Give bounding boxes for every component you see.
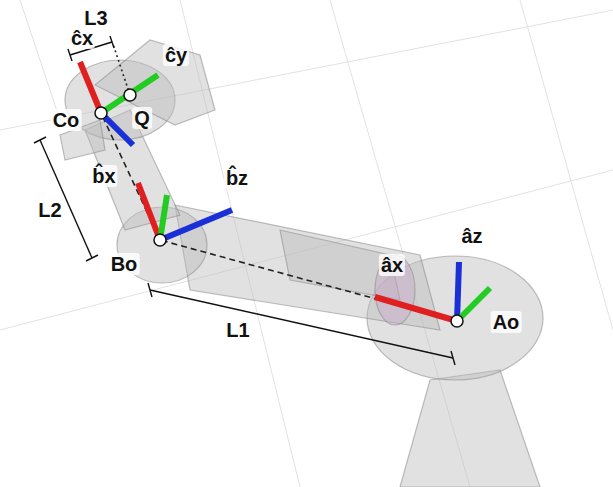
point-label: Q (132, 107, 152, 129)
axis-label: ĉx (69, 27, 95, 49)
origin-label: Co (51, 109, 82, 131)
axis-label: âz (459, 225, 484, 247)
origin-label: Bo (109, 253, 140, 275)
dimension-label: L2 (36, 199, 63, 221)
axis-label: âx (379, 254, 405, 276)
origin-label: Ao (491, 311, 522, 333)
axis-label: b̂x (90, 165, 117, 187)
link-lines (101, 44, 457, 321)
dimension-brackets (34, 36, 455, 365)
axis-label: b̂z (224, 167, 250, 189)
axis-label: ĉy (163, 44, 189, 66)
coordinate-frames (80, 62, 490, 321)
frame-origins (95, 89, 463, 327)
arm-body (60, 40, 543, 487)
dimension-label: L3 (82, 7, 109, 29)
dimension-label: L1 (224, 319, 251, 341)
